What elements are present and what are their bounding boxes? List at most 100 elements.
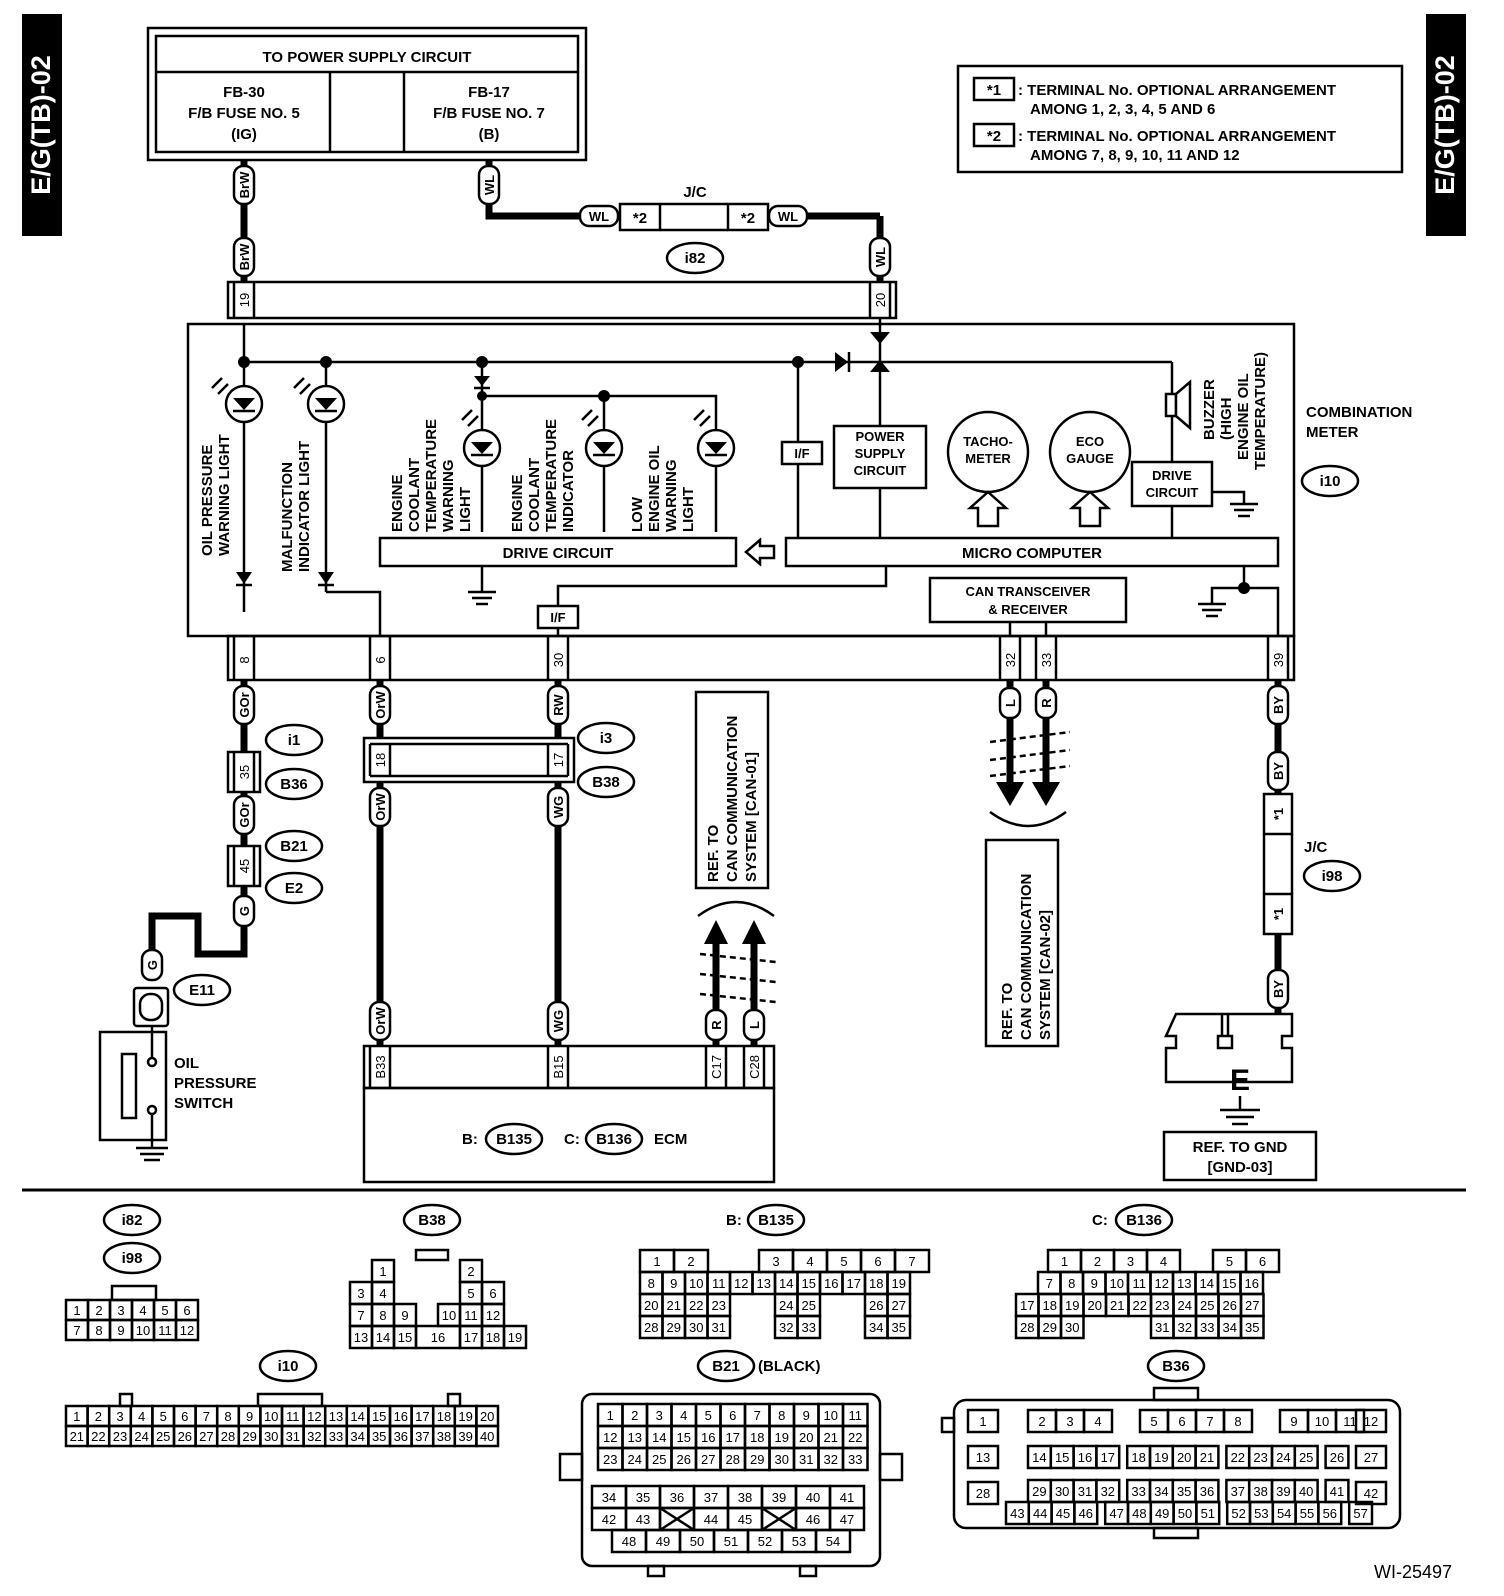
svg-text:WG: WG	[551, 1010, 566, 1032]
pin-number: 23	[1253, 1450, 1267, 1465]
svg-text:B38: B38	[592, 774, 620, 791]
svg-text:R: R	[709, 1020, 724, 1030]
pin-number: 4	[1160, 1254, 1167, 1269]
pin-number: 13	[329, 1409, 343, 1424]
connector-e11: E11	[172, 973, 232, 1007]
wire-tag-rw: RW	[546, 684, 570, 726]
pin-number: 5	[467, 1286, 474, 1301]
pin-number: 30	[1055, 1484, 1069, 1499]
pin-number: 11	[286, 1409, 300, 1424]
pin-cell	[1354, 1444, 1388, 1470]
svg-text:B21: B21	[712, 1358, 740, 1375]
ref-gnd-2: [GND-03]	[1207, 1159, 1272, 1176]
pin-number: 32	[779, 1320, 793, 1335]
ect-warning-lamp	[461, 409, 502, 468]
pin-number: 17	[415, 1409, 429, 1424]
ect-warning-4: WARNING	[440, 460, 457, 533]
ref-can01-3: SYSTEM [CAN-01]	[743, 752, 760, 882]
pin-number: 8	[224, 1409, 231, 1424]
pin-33: 33	[1039, 653, 1054, 667]
pin-number: 15	[1222, 1276, 1236, 1291]
pin-number: 7	[754, 1408, 761, 1423]
svg-text:TACHO-: TACHO-	[963, 434, 1013, 449]
svg-text:WL: WL	[778, 209, 798, 224]
pin-number: 7	[73, 1323, 80, 1338]
wire-tag-wl-a: WL	[578, 204, 620, 228]
svg-text:C17: C17	[709, 1055, 724, 1079]
svg-text:18: 18	[373, 753, 388, 767]
pin-32: 32	[1003, 653, 1018, 667]
pin-number: 11	[1133, 1276, 1147, 1291]
low-oil-4: LIGHT	[680, 487, 697, 532]
svg-text:WL: WL	[589, 209, 609, 224]
pin-number: 3	[357, 1286, 364, 1301]
jc-label-top: J/C	[683, 184, 707, 201]
pin-number: 14	[1032, 1450, 1046, 1465]
pin-number: 15	[677, 1430, 691, 1445]
jc-star2-a: *2	[633, 210, 647, 227]
pin-number: 21	[70, 1429, 84, 1444]
ground-connector-e: E	[1164, 1012, 1294, 1126]
pin-number: 32	[1178, 1320, 1192, 1335]
pin-number: 20	[1088, 1298, 1102, 1313]
pin-number: 49	[1155, 1506, 1169, 1521]
svg-text:OrW: OrW	[373, 1007, 388, 1035]
pin-number: 12	[307, 1409, 321, 1424]
ground-buzzer	[1230, 502, 1258, 518]
pin-number: 32	[1101, 1484, 1115, 1499]
pin-number: 1	[73, 1303, 80, 1318]
ref-can01-1: REF. TO	[705, 824, 722, 882]
pin-cell	[1095, 1444, 1121, 1470]
ref-can01-2: CAN COMMUNICATION	[724, 716, 741, 882]
side-tab-left	[22, 14, 62, 236]
pin-number: 41	[840, 1490, 854, 1505]
connector-b21-e2: 45	[226, 844, 262, 888]
wire-tag-wg-1: WG	[546, 786, 570, 828]
if-box-left: I/F	[780, 440, 824, 466]
meter-bottom-terminals: 8 6 30 32 33 39	[226, 634, 1296, 682]
svg-text:i3: i3	[600, 730, 613, 747]
svg-text:i10: i10	[1320, 473, 1341, 490]
face-label-b136: B136	[1114, 1203, 1174, 1237]
pin-cell	[886, 1314, 912, 1340]
ref-gnd-1: REF. TO GND	[1193, 1139, 1288, 1156]
pin-number: 12	[734, 1276, 748, 1291]
face-c-prefix: C:	[1092, 1212, 1108, 1229]
pin-cell	[966, 1444, 1000, 1470]
pin-number: 17	[1020, 1298, 1034, 1313]
pin-number: 3	[1066, 1414, 1073, 1429]
pin-number: 12	[603, 1430, 617, 1445]
svg-text:WL: WL	[873, 247, 888, 267]
pin-number: 39	[1276, 1484, 1290, 1499]
pin-number: 34	[1223, 1320, 1237, 1335]
b21-color: (BLACK)	[758, 1358, 820, 1375]
pin-cell	[893, 1248, 931, 1274]
pin-number: 26	[178, 1429, 192, 1444]
pin-number: 26	[1223, 1298, 1237, 1313]
pin-cell	[1347, 1500, 1374, 1526]
pin-number: 31	[286, 1429, 300, 1444]
pin-number: 51	[724, 1534, 738, 1549]
buzzer-1: BUZZER	[1201, 379, 1218, 440]
svg-text:ECO: ECO	[1076, 434, 1104, 449]
pin-number: 18	[437, 1409, 451, 1424]
pin-number: 6	[183, 1303, 190, 1318]
pin-number: 29	[1043, 1320, 1057, 1335]
meter-name-2: METER	[1306, 424, 1359, 441]
pin-number: 10	[136, 1323, 150, 1338]
mil-label-1: MALFUNCTION	[279, 462, 296, 572]
figure-id: WI-25497	[1374, 1562, 1452, 1582]
pin-number: 3	[116, 1409, 123, 1424]
pin-number: 27	[199, 1429, 213, 1444]
pin-number: 30	[689, 1320, 703, 1335]
pin-number: 21	[667, 1298, 681, 1313]
pin-number: 22	[1133, 1298, 1147, 1313]
pin-number: 25	[1200, 1298, 1214, 1313]
pin-number: 4	[1094, 1414, 1101, 1429]
oil-switch-2: PRESSURE	[174, 1075, 257, 1092]
pin-number: 14	[1200, 1276, 1214, 1291]
svg-text:OrW: OrW	[373, 793, 388, 821]
ref-can02-2: CAN COMMUNICATION	[1018, 874, 1035, 1040]
